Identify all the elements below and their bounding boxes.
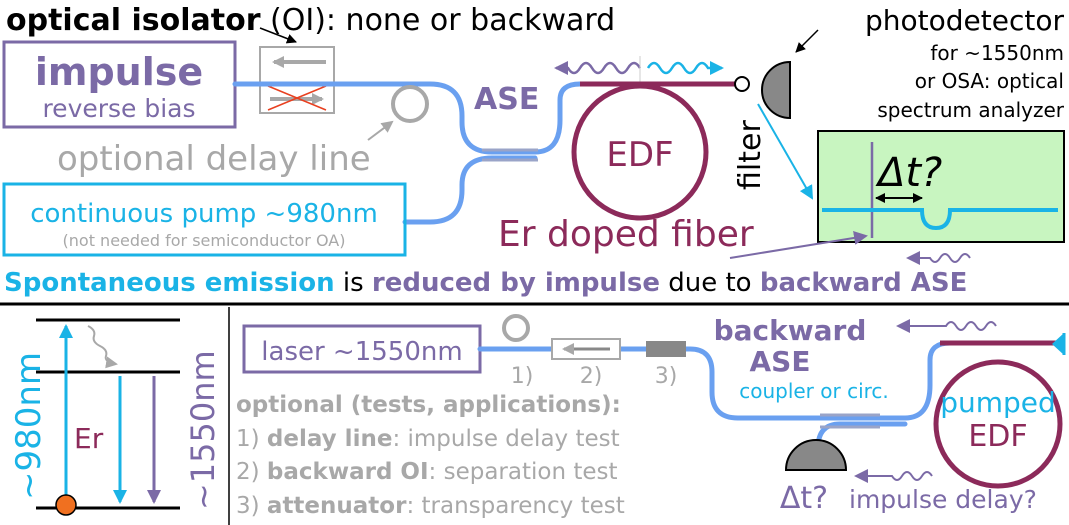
impulse-delay-label: impulse delay? <box>849 485 1037 514</box>
pump-box <box>2 182 407 257</box>
isolator-pointer-arrow <box>259 27 297 44</box>
attenuator <box>646 341 686 357</box>
title: optical isolator (OI): none or backward <box>6 3 615 38</box>
pump-input-marker <box>1052 333 1064 355</box>
backward-ase-line1: backward <box>714 314 867 347</box>
delta-t-label: Δt? <box>875 150 942 196</box>
caption: Spontaneous emission is reduced by impul… <box>4 268 967 298</box>
edf2-label: EDF <box>968 419 1027 454</box>
pumped-label: pumped <box>940 386 1056 419</box>
impulse-label: impulse <box>35 50 203 94</box>
num-1: 1) <box>511 364 534 389</box>
optical-isolator <box>259 46 335 114</box>
ase-backward-wave <box>554 61 642 75</box>
impulse-sublabel: reverse bias <box>42 94 195 123</box>
item-2: 2) backward OI: separation test <box>236 459 618 485</box>
item-1: 1) delay line: impulse delay test <box>236 426 620 452</box>
ase-label: ASE <box>474 82 539 117</box>
er-label: Er <box>74 422 104 455</box>
cyan-pointer <box>757 103 813 200</box>
delay-coil-small <box>502 314 530 342</box>
pd-line1: for ~1550nm <box>930 41 1064 65</box>
filter-element <box>734 76 750 92</box>
fiber-top <box>232 81 643 225</box>
laser-label: laser ~1550nm <box>261 337 462 367</box>
pd-line3: spectrum analyzer <box>877 98 1064 122</box>
title-rest: (OI): none or backward <box>261 3 616 38</box>
edf-label: EDF <box>606 135 673 175</box>
edf2-coil <box>933 359 1063 489</box>
num-3: 3) <box>655 364 678 389</box>
label-1550: ~1550nm <box>184 350 222 510</box>
photodetector-pointer <box>795 29 819 53</box>
ase-forward-wave <box>646 61 724 75</box>
coupler-bottom <box>820 413 880 429</box>
pd-line2: or OSA: optical <box>915 69 1064 93</box>
isolator-small <box>551 338 621 360</box>
photodetector2-icon <box>784 439 848 471</box>
edf-coil <box>571 83 709 221</box>
pump-sublabel: (not needed for semiconductor OA) <box>63 231 346 250</box>
delay-pointer <box>367 120 394 141</box>
osa-screen <box>817 130 1065 243</box>
photodetector-icon <box>761 60 791 120</box>
delta-t2-label: Δt? <box>780 481 828 516</box>
er-doped-label: Er doped fiber <box>498 214 754 255</box>
num-2: 2) <box>580 364 603 389</box>
label-980: ~980nm <box>9 352 49 500</box>
impulse-delay-wave <box>854 469 933 483</box>
item-3: 3) attenuator: transparency test <box>236 493 625 519</box>
energy-level-diagram <box>36 318 180 516</box>
optional-tests-title: optional (tests, applications): <box>236 392 621 418</box>
signal-trace <box>822 208 1058 231</box>
delay-coil <box>391 85 429 123</box>
backward-wave-bottom <box>896 319 997 333</box>
fiber-bottom <box>477 340 988 421</box>
pump-label: continuous pump ~980nm <box>30 199 378 229</box>
er-doped-pointer <box>729 231 868 259</box>
title-bold: optical isolator <box>6 3 261 38</box>
backward-ase-line2: ASE <box>750 345 811 378</box>
backward-wave-small <box>906 251 971 265</box>
filter-label: filter <box>733 120 768 190</box>
coupler-top <box>482 148 538 162</box>
photodetector-label: photodetector <box>865 4 1064 37</box>
coupler-label: coupler or circ. <box>739 379 889 403</box>
optional-delay-label: optional delay line <box>57 139 371 179</box>
